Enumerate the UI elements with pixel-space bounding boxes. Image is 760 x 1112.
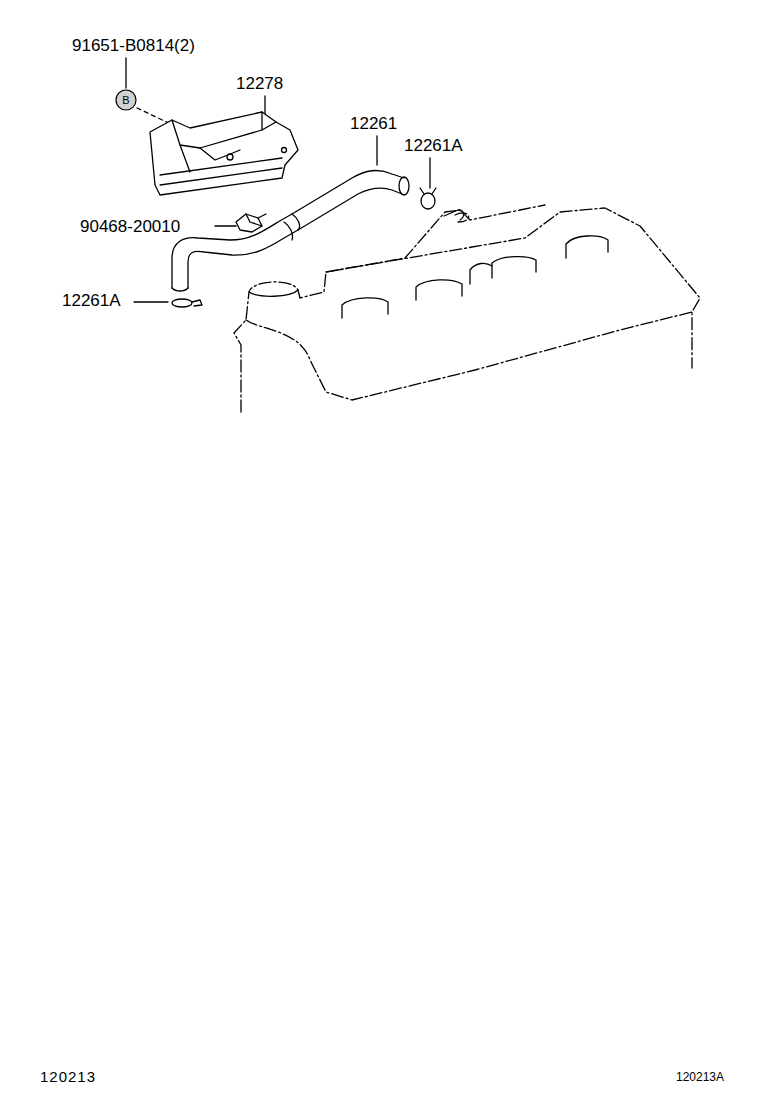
hose-clamp	[172, 299, 202, 307]
figure-number: 120213A	[676, 1071, 724, 1083]
figure-number: 120213	[40, 1069, 96, 1084]
leader-line	[125, 58, 126, 88]
bolt-callout: B	[115, 89, 137, 111]
part-number: 12278	[236, 75, 283, 92]
hose-clip	[236, 214, 266, 232]
part-number: 12261A	[404, 137, 463, 154]
part-number: 12261	[350, 115, 397, 132]
bracket-12278	[150, 112, 298, 195]
part-number: 90468-20010	[80, 218, 180, 235]
hose-clamp	[420, 188, 436, 209]
part-number: 12261A	[62, 292, 121, 309]
leader-line	[429, 158, 430, 188]
part-number: 91651-B0814(2)	[72, 37, 195, 54]
hose-12261	[172, 171, 409, 291]
engine-head	[234, 205, 700, 412]
callout-circle-outline	[116, 90, 136, 110]
callout-letter: B	[115, 89, 137, 106]
camshaft-cap	[249, 210, 608, 318]
leader-line	[215, 225, 236, 226]
leader-line	[134, 301, 168, 302]
leader-line	[376, 136, 377, 165]
